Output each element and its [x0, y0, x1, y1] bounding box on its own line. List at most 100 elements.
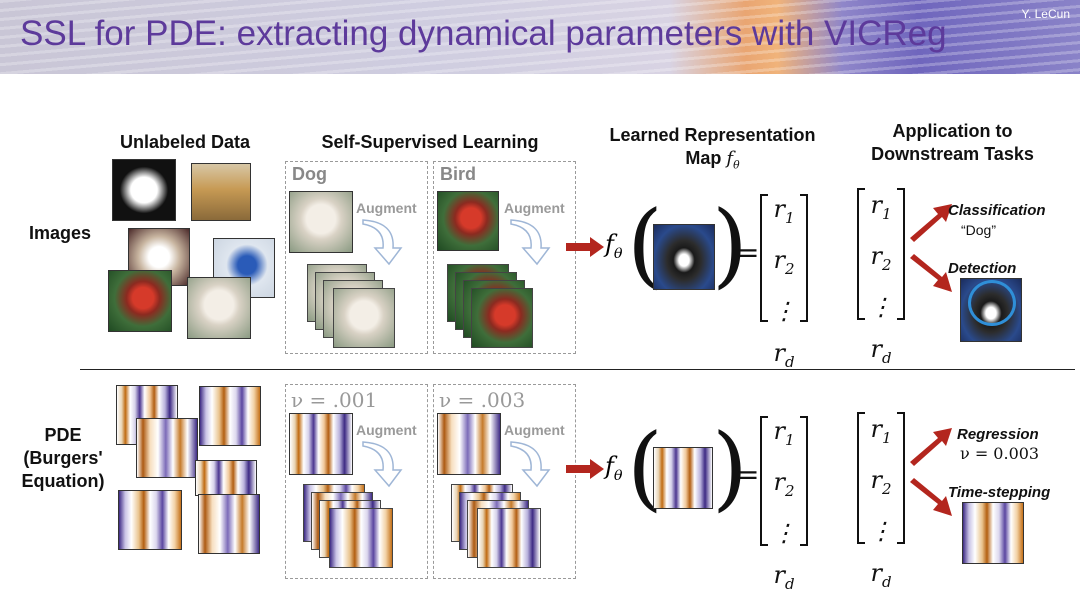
- detection-circle: [968, 280, 1016, 326]
- pde-sample-image: [199, 386, 261, 446]
- dog-box-label: Dog: [292, 164, 327, 184]
- vector-entry: r1: [773, 195, 795, 227]
- vector-entry: r2: [870, 241, 892, 274]
- row-divider: [80, 369, 1075, 370]
- learned-heading-symbol: fθ: [726, 148, 740, 172]
- nu003-source-image: [437, 413, 501, 475]
- header-texture: [0, 0, 1080, 74]
- column-heading-ssl: Self-Supervised Learning: [321, 132, 539, 152]
- learned-heading-line1: Learned Representation: [609, 125, 816, 145]
- pde-sample-image: [198, 494, 260, 554]
- row-label-images: Images: [28, 223, 92, 243]
- column-heading-learned: Learned Representation Map fθ: [585, 124, 840, 177]
- slide-header: [0, 0, 1080, 74]
- dove-image: [112, 159, 176, 221]
- slide-title: SSL for PDE: extracting dynamical parame…: [20, 14, 947, 53]
- pde-sample-image: [118, 490, 182, 550]
- pde-sample-image: [195, 460, 257, 496]
- vector-entry: rd: [870, 334, 892, 367]
- images-f-symbol: fθ: [605, 230, 623, 262]
- pde-label-line1: PDE: [44, 425, 82, 445]
- puppy-image: [187, 277, 251, 339]
- regression-output: ν = 0.003: [960, 444, 1040, 463]
- pde-input-image: [653, 447, 713, 509]
- classification-label: Classification: [948, 202, 1046, 219]
- images-equals: =: [736, 236, 760, 269]
- detection-arrow-icon: [910, 254, 952, 292]
- nu003-augmentation-box: [433, 384, 576, 579]
- nu001-source-image: [289, 413, 353, 475]
- vector-entry: r1: [870, 191, 892, 223]
- pde-equals: =: [736, 458, 760, 491]
- pde-input-arrow-icon: [566, 459, 604, 479]
- bird-source-image: [437, 191, 499, 251]
- time-stepping-arrow-icon: [910, 478, 952, 516]
- classification-arrow-icon: [910, 204, 952, 242]
- vector-entry: rd: [773, 560, 795, 593]
- pde-label-line3: Equation): [21, 471, 105, 491]
- dog-augmentation-box: [285, 161, 428, 354]
- nu001-augment-label: Augment: [356, 422, 417, 438]
- pde-app-vector-right-bracket: [897, 412, 905, 544]
- vector-entry: ⋮: [869, 516, 893, 545]
- bird-augment-arrow-icon: [510, 219, 551, 266]
- pde-label-line2: (Burgers': [23, 448, 103, 468]
- vector-entry: ⋮: [772, 518, 796, 547]
- images-input-arrow-icon: [566, 237, 604, 257]
- images-app-vector-right-bracket: [897, 188, 905, 320]
- dog-source-image: [289, 191, 353, 253]
- author-label: Y. LeCun: [1021, 7, 1071, 21]
- vector-entry: r1: [870, 415, 892, 447]
- images-right-paren: ): [712, 191, 748, 298]
- vector-entry: ⋮: [869, 292, 893, 321]
- column-heading-unlabeled: Unlabeled Data: [119, 132, 251, 152]
- bird-augment-label: Augment: [504, 200, 565, 216]
- images-app-vector: r1 r2 ⋮ rd: [865, 184, 897, 378]
- nu003-augment-label: Augment: [504, 422, 565, 438]
- pde-app-vector: r1 r2 ⋮ rd: [865, 408, 897, 602]
- vector-entry: r1: [773, 417, 795, 449]
- bird-box-label: Bird: [440, 164, 476, 184]
- pde-app-vector-left-bracket: [857, 412, 865, 544]
- nu003-box-label: ν = .003: [439, 388, 526, 412]
- classification-output: “Dog”: [961, 222, 997, 238]
- vector-entry: r2: [773, 245, 795, 278]
- pde-right-paren: ): [712, 414, 748, 521]
- row-label-pde: PDE (Burgers' Equation): [8, 424, 118, 493]
- dog-augment-arrow-icon: [362, 219, 403, 266]
- nu001-augment-arrow-icon: [362, 441, 403, 488]
- application-heading-line2: Downstream Tasks: [871, 144, 1034, 164]
- pde-sample-image: [136, 418, 198, 478]
- pde-vector-left-bracket: [760, 416, 768, 546]
- regression-arrow-icon: [910, 428, 952, 466]
- time-stepping-output-image: [962, 502, 1024, 564]
- nu001-augmented-card: [329, 508, 393, 568]
- cardinal-image: [108, 270, 172, 332]
- dog-augmented-card: [333, 288, 395, 348]
- learned-heading-map: Map: [685, 148, 722, 168]
- time-stepping-label: Time-stepping: [948, 484, 1051, 501]
- collie-input-image: [653, 224, 715, 290]
- bird-augmentation-box: [433, 161, 576, 354]
- vector-entry: rd: [773, 338, 795, 371]
- vector-entry: rd: [870, 558, 892, 591]
- nu003-augmented-card: [477, 508, 541, 568]
- bird-augmented-card: [471, 288, 533, 348]
- nu001-box-label: ν = .001: [291, 388, 378, 412]
- vector-entry: r2: [773, 467, 795, 500]
- pde-vector-right-bracket: [800, 416, 808, 546]
- vector-entry: ⋮: [772, 296, 796, 325]
- detection-label: Detection: [948, 260, 1017, 277]
- pde-representation-vector: r1 r2 ⋮ rd: [768, 410, 800, 604]
- nu001-augmentation-box: [285, 384, 428, 579]
- column-heading-application: Application to Downstream Tasks: [845, 120, 1060, 166]
- images-vector-right-bracket: [800, 194, 808, 322]
- pde-f-symbol: fθ: [605, 452, 623, 484]
- nu003-augment-arrow-icon: [510, 441, 551, 488]
- application-heading-line1: Application to: [892, 121, 1013, 141]
- images-app-vector-left-bracket: [857, 188, 865, 320]
- images-vector-left-bracket: [760, 194, 768, 322]
- regression-label: Regression: [957, 426, 1039, 443]
- learned-heading-line2: Map fθ: [585, 147, 840, 177]
- images-representation-vector: r1 r2 ⋮ rd: [768, 188, 800, 382]
